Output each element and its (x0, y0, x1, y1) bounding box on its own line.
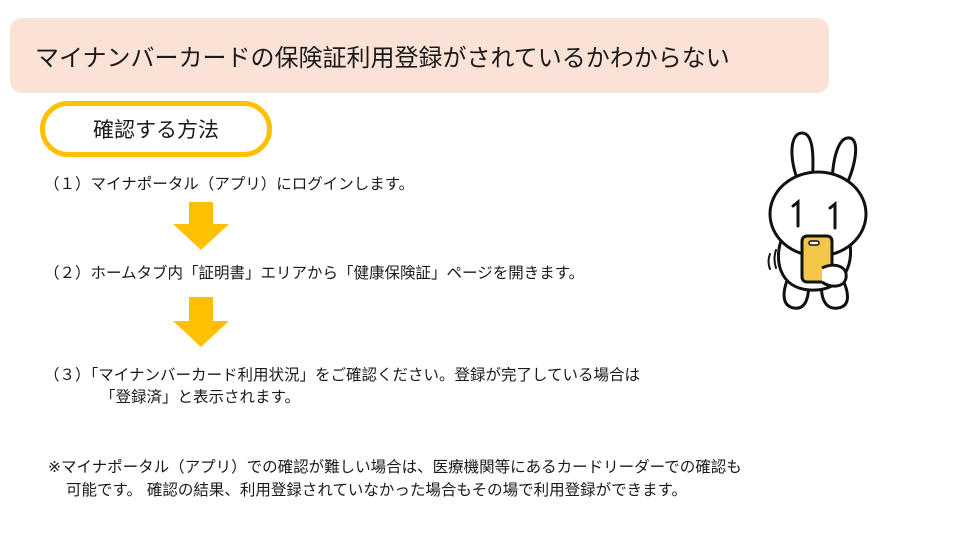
step-3-text-cont: 「登録済」と表示されます。 (100, 388, 300, 406)
step-2-text: （２）ホームタブ内「証明書」エリアから「健康保険証」ページを開きます。 (44, 264, 585, 282)
note-line-1: ※マイナポータル（アプリ）での確認が難しい場合は、医療機関等にあるカードリーダー… (48, 458, 742, 476)
step-3-text: （３）「マイナンバーカード利用状況」をご確認ください。登録が完了している場合は (44, 366, 640, 384)
step-1: （１）マイナポータル（アプリ）にログインします。 (44, 173, 414, 195)
step-3: （３）「マイナンバーカード利用状況」をご確認ください。登録が完了している場合は … (44, 364, 640, 408)
page-title: マイナンバーカードの保険証利用登録がされているかわからない (35, 44, 730, 72)
down-arrow-icon (173, 202, 229, 250)
down-arrow-icon (173, 297, 229, 347)
rabbit-mascot-icon (767, 131, 868, 310)
step-2: （２）ホームタブ内「証明書」エリアから「健康保険証」ページを開きます。 (44, 262, 584, 284)
page-title-banner: マイナンバーカードの保険証利用登録がされているかわからない (10, 18, 829, 93)
method-label-pill: 確認する方法 (40, 101, 272, 157)
note-line-2: 可能です。 確認の結果、利用登録されていなかった場合もその場で利用登録ができます… (66, 481, 688, 499)
method-label: 確認する方法 (93, 118, 219, 142)
step-1-text: （１）マイナポータル（アプリ）にログインします。 (44, 175, 415, 193)
note: ※マイナポータル（アプリ）での確認が難しい場合は、医療機関等にあるカードリーダー… (48, 456, 742, 502)
